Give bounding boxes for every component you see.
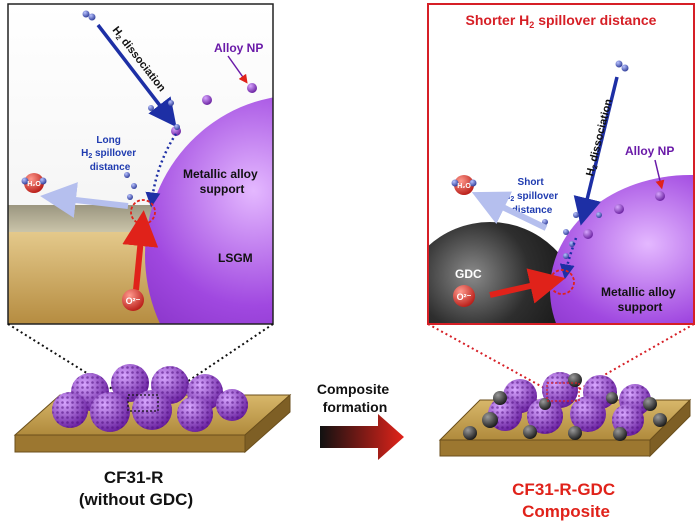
right-cell-model (438, 372, 692, 458)
water-molecule (24, 173, 44, 193)
gdc-particle (613, 427, 627, 441)
oxygen-ion (453, 285, 475, 307)
gdc-particle (643, 397, 657, 411)
alloy-np-pointer (654, 159, 665, 190)
h-atom (131, 183, 137, 189)
metallic-alloy-support (550, 175, 694, 324)
alloy-cluster-texture (52, 392, 88, 428)
lsgm-slab-front (439, 439, 651, 457)
h2-molecule (615, 60, 623, 68)
lsgm-slab-side (649, 398, 691, 458)
h-atom (168, 100, 174, 106)
alloy-cluster-texture (527, 398, 563, 434)
h-atom (563, 229, 569, 235)
gdc-label: GDC (455, 267, 482, 281)
zoom-region-marker (546, 382, 580, 402)
gdc-particle (606, 392, 618, 404)
water-release-arrow (40, 182, 129, 218)
alloy-np-label: Alloy NP (625, 144, 674, 158)
right-panel-border (427, 3, 695, 325)
left-zoom-line (7, 323, 131, 401)
alloy-cluster-texture (216, 389, 248, 421)
right-zoom-line (427, 323, 549, 391)
alloy-np (247, 83, 257, 93)
water-molecule (454, 175, 474, 195)
h-atom (573, 212, 579, 218)
left-cell-model (13, 364, 292, 454)
water-label: H₂O (27, 181, 41, 188)
composite-formation-label: Composite formation (317, 381, 393, 415)
h-atom (124, 172, 130, 178)
h-atom (563, 253, 569, 259)
gdc-particle (493, 391, 507, 405)
lsgm-label: LSGM (218, 251, 253, 265)
h2-dissociation-arrow (96, 23, 177, 128)
zoom-region-marker (127, 394, 159, 412)
oxygen-ion-label: O²⁻ (126, 296, 141, 306)
h2-molecule (82, 10, 90, 18)
alloy-cluster-texture (570, 396, 606, 432)
gdc-particle (568, 373, 582, 387)
gdc-particle (523, 425, 537, 439)
long-spillover-label: Long H2 spillover distance (81, 135, 139, 173)
left-caption: CF31-R (without GDC) (79, 468, 193, 509)
oxygen-ion-arrow (489, 268, 566, 304)
water-label: H₂O (457, 183, 471, 190)
composite-formation: Composite formation (317, 381, 404, 460)
oxygen-ion-arrow (122, 210, 159, 291)
alloy-cluster-texture (177, 396, 213, 432)
alloy-np (614, 204, 624, 214)
water-release-arrow (471, 191, 548, 231)
oxygen-ion (122, 289, 144, 311)
metallic-alloy-label: Metallic alloy support (183, 167, 261, 196)
alloy-np-label: Alloy NP (214, 41, 263, 55)
h-atom (569, 241, 575, 247)
right-caption: CF31-R-GDC Composite (512, 480, 620, 521)
right-panel: Shorter H2 spillover distance H2 dissoci… (427, 3, 695, 325)
lsgm-slab-side (244, 393, 291, 454)
h-atom (148, 105, 154, 111)
reaction-site (549, 269, 575, 295)
left-panel: H2 dissociation Alloy NP Long H2 spillov… (7, 3, 274, 325)
metallic-alloy-label: Metallic alloy support (601, 285, 679, 314)
h-atom (596, 212, 602, 218)
gdc-particle (653, 413, 667, 427)
gdc-particle (568, 426, 582, 440)
h2-dissociation-arrow (573, 76, 619, 226)
alloy-np-pointer (227, 55, 248, 84)
h-atom (127, 194, 133, 200)
alloy-np (655, 191, 665, 201)
gdc-particle (482, 412, 498, 428)
alloy-cluster-texture (132, 390, 172, 430)
lsgm-slab-front (14, 434, 246, 453)
metallic-alloy-support (145, 97, 273, 324)
right-panel-title: Shorter H2 spillover distance (466, 12, 657, 30)
oxygen-ion-label: O²⁻ (457, 292, 472, 302)
alloy-cluster-texture (111, 364, 149, 402)
alloy-np (583, 229, 593, 239)
left-panel-border (7, 3, 274, 325)
gdc-particle (539, 398, 551, 410)
long-spillover-path (145, 133, 178, 208)
gdc-particle (463, 426, 477, 440)
composite-formation-arrow (320, 414, 404, 460)
h-atom (174, 124, 180, 130)
alloy-cluster-texture (90, 392, 130, 432)
alloy-np (202, 95, 212, 105)
